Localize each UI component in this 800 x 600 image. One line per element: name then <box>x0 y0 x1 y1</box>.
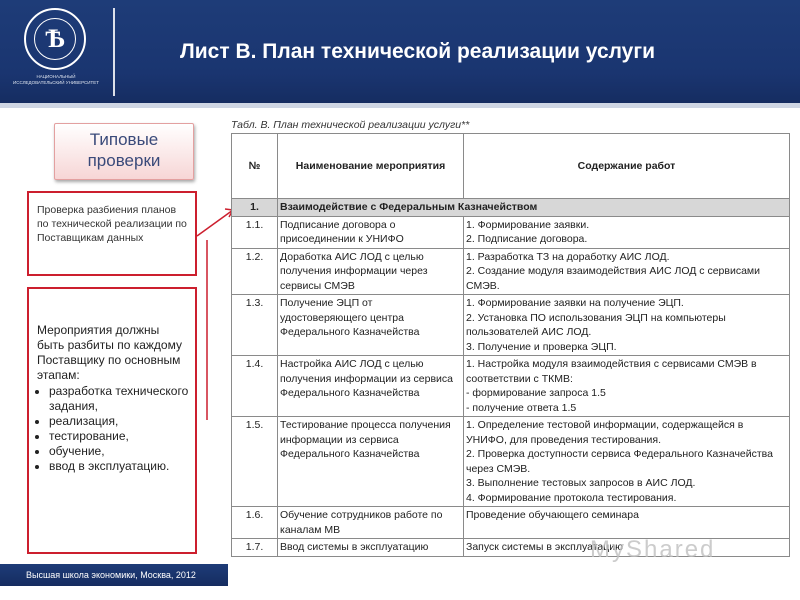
stages-list: разработка технического задания, реализа… <box>37 384 189 474</box>
work-line: 3. Выполнение тестовых запросов в АИС ЛО… <box>466 477 696 489</box>
stages-intro: Мероприятия должны быть разбиты по каждо… <box>37 323 182 382</box>
row-work: Проведение обучающего семинара <box>463 506 790 539</box>
row-num: 1.6. <box>231 506 278 539</box>
header-name: Наименование мероприятия <box>277 133 464 199</box>
row-num: 1.1. <box>231 215 278 249</box>
work-line: Запуск системы в эксплуатацию <box>466 541 623 553</box>
work-line: - формирование запроса 1.5 <box>466 387 606 399</box>
row-activity: Тестирование процесса получения информац… <box>277 416 464 507</box>
row-activity: Подписание договора о присоединении к УН… <box>277 215 464 249</box>
stage-item: тестирование, <box>49 429 189 444</box>
row-work: 1. Формирование заявки на получение ЭЦП.… <box>463 294 790 356</box>
work-line: 1. Определение тестовой информации, соде… <box>466 419 744 446</box>
stage-item: разработка технического задания, <box>49 384 189 414</box>
plan-table: № Наименование мероприятия Содержание ра… <box>231 133 790 557</box>
work-line: 2. Подписание договора. <box>466 233 588 245</box>
typical-checks-label: Типовые проверки <box>54 123 194 180</box>
section-num: 1. <box>231 198 278 217</box>
header-num: № <box>231 133 278 199</box>
footer-bar: Высшая школа экономики, Москва, 2012 <box>0 564 228 586</box>
row-work: 1. Определение тестовой информации, соде… <box>463 416 790 507</box>
row-activity: Настройка АИС ЛОД с целью получения инфо… <box>277 355 464 417</box>
logo-ring: Ѣ <box>24 8 86 70</box>
section-row: 1. Взаимодействие с Федеральным Казначей… <box>231 198 790 217</box>
row-activity: Доработка АИС ЛОД с целью получения инфо… <box>277 247 464 295</box>
work-line: 1. Настройка модуля взаимодействия с сер… <box>466 358 757 385</box>
table-row: 1.1.Подписание договора о присоединении … <box>231 215 790 249</box>
row-work: 1. Настройка модуля взаимодействия с сер… <box>463 355 790 417</box>
logo-caption: НАЦИОНАЛЬНЫЙ ИССЛЕДОВАТЕЛЬСКИЙ УНИВЕРСИТ… <box>12 74 100 85</box>
logo-letter: Ѣ <box>34 18 76 60</box>
work-line: 1. Разработка ТЗ на доработку АИС ЛОД. <box>466 250 670 263</box>
table-row: 1.3.Получение ЭЦП от удостоверяющего цен… <box>231 294 790 356</box>
stage-item: ввод в эксплуатацию. <box>49 459 189 474</box>
row-num: 1.7. <box>231 538 278 557</box>
work-line: 4. Формирование протокола тестирования. <box>466 491 677 504</box>
work-line: 2. Создание модуля взаимодействия АИС ЛО… <box>466 265 761 292</box>
work-line: Проведение обучающего семинара <box>466 509 639 521</box>
row-num: 1.3. <box>231 294 278 356</box>
table-row: 1.2.Доработка АИС ЛОД с целью получения … <box>231 247 790 295</box>
work-line: 1. Формирование заявки на получение ЭЦП. <box>466 297 684 309</box>
table-caption: Табл. В. План технической реализации усл… <box>231 119 470 131</box>
work-line: 3. Получение и проверка ЭЦП. <box>466 340 617 353</box>
stage-item: реализация, <box>49 414 189 429</box>
row-num: 1.4. <box>231 355 278 417</box>
header-work: Содержание работ <box>463 133 790 199</box>
check-box-stages: Мероприятия должны быть разбиты по каждо… <box>27 287 197 554</box>
row-work: 1. Разработка ТЗ на доработку АИС ЛОД. 2.… <box>463 247 790 295</box>
table-header-row: № Наименование мероприятия Содержание ра… <box>231 133 790 199</box>
table-body: 1. Взаимодействие с Федеральным Казначей… <box>231 198 790 557</box>
logo-separator <box>113 8 115 96</box>
section-title: Взаимодействие с Федеральным Казначейств… <box>277 198 790 217</box>
work-line: - получение ответа 1.5 <box>466 401 577 414</box>
stage-item: обучение, <box>49 444 189 459</box>
row-work: Запуск системы в эксплуатацию <box>463 538 790 557</box>
watermark: MyShared <box>590 536 716 563</box>
check-box-split: Проверка разбиения планов по технической… <box>27 191 197 276</box>
work-line: 2. Установка ПО использования ЭЦП на ком… <box>466 311 726 339</box>
row-activity: Обучение сотрудников работе по каналам М… <box>277 506 464 539</box>
work-line: 1. Формирование заявки. <box>466 218 590 231</box>
row-work: 1. Формирование заявки. 2. Подписание дог… <box>463 215 790 249</box>
row-activity: Получение ЭЦП от удостоверяющего центра … <box>277 294 464 356</box>
table-row: 1.5.Тестирование процесса получения инфо… <box>231 416 790 507</box>
page-title: Лист В. План технической реализации услу… <box>180 40 656 63</box>
table-row: 1.6.Обучение сотрудников работе по канал… <box>231 506 790 539</box>
header-bar <box>0 0 800 105</box>
row-activity: Ввод системы в эксплуатацию <box>277 538 464 557</box>
row-num: 1.5. <box>231 416 278 507</box>
hse-logo: Ѣ НАЦИОНАЛЬНЫЙ ИССЛЕДОВАТЕЛЬСКИЙ УНИВЕРС… <box>12 8 100 100</box>
header-divider <box>0 103 800 108</box>
work-line: 2. Проверка доступности сервиса Федераль… <box>466 448 773 475</box>
row-num: 1.2. <box>231 247 278 295</box>
table-row: 1.4.Настройка АИС ЛОД с целью получения … <box>231 355 790 417</box>
